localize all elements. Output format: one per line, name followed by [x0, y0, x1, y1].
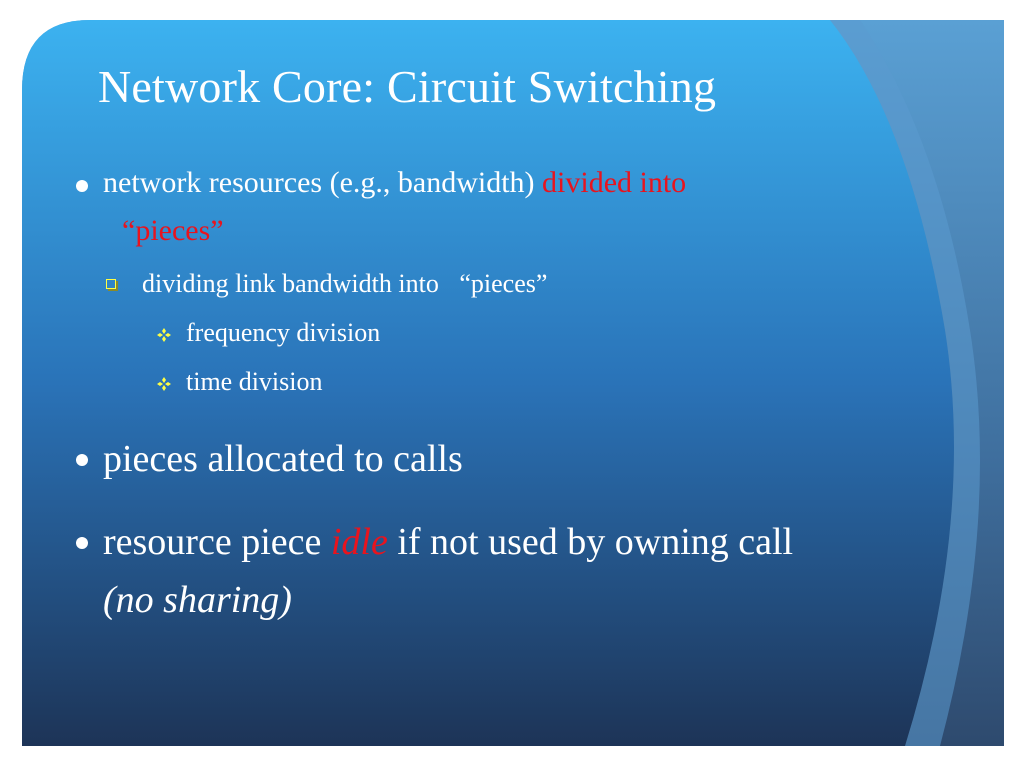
bullet-1-line-1: network resources (e.g., bandwidth) divi…: [103, 166, 686, 200]
diamond-bullet-icon: [157, 377, 171, 391]
bullet-1-text: network resources (e.g., bandwidth): [103, 166, 543, 199]
background-main: [22, 20, 954, 746]
circle-bullet-icon: [76, 454, 88, 466]
sub-bullet-1: dividing link bandwidth into “pieces”: [142, 269, 547, 299]
slide-title: Network Core: Circuit Switching: [98, 61, 717, 112]
bullet-3-text: resource piece: [103, 521, 331, 563]
bullet-3-highlight: idle: [330, 521, 388, 563]
sub-bullet-1-text: dividing link bandwidth into: [142, 269, 446, 298]
sub-sub-bullet-1: frequency division: [186, 318, 381, 347]
bullet-3-suffix: if not used by owning call: [387, 521, 794, 563]
circle-bullet-icon: [76, 180, 88, 192]
bullet-2: pieces allocated to calls: [103, 438, 463, 480]
bullet-1-highlight: divided into: [542, 166, 687, 199]
sub-sub-bullet-2: time division: [186, 367, 323, 396]
bullet-1-line-2: “pieces”: [122, 214, 224, 247]
circle-bullet-icon: [76, 537, 88, 549]
sub-bullet-1-quoted: “pieces”: [459, 269, 548, 298]
bullet-3-line-2: (no sharing): [103, 579, 292, 621]
bullet-3-line-1: resource piece idle if not used by ownin…: [103, 520, 793, 564]
diamond-bullet-icon: [157, 328, 171, 342]
square-bullet-icon: [106, 279, 116, 289]
